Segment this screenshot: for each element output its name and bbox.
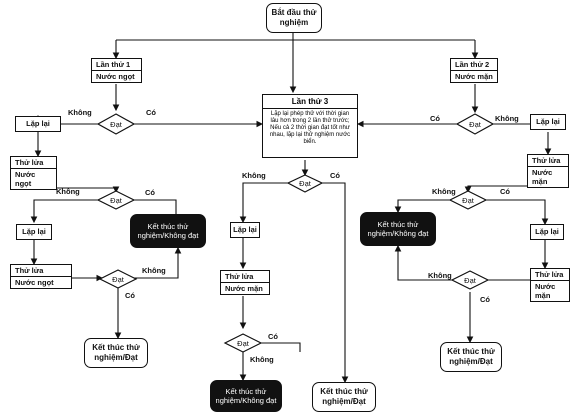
decision-diamond-left-3 <box>98 269 138 289</box>
left-firetest-1-title: Thử lửa <box>11 157 56 169</box>
right-end-fail: Kết thúc thử nghiệm/Không đạt <box>360 212 436 246</box>
decision-label-left-3: Đạt <box>112 275 124 284</box>
right-1-no-label: Không <box>495 114 519 123</box>
center-firetest: Thử lửa Nước mặn <box>220 270 270 295</box>
right-2-yes-label: Có <box>500 187 510 196</box>
right-3-yes-label: Có <box>480 295 490 304</box>
decision-label-right-2: Đạt <box>462 196 474 205</box>
center-end-fail-label: Kết thúc thử nghiệm/Không đạt <box>215 387 277 405</box>
right-3-no-label: Không <box>428 271 452 280</box>
start-label: Bắt đầu thử nghiệm <box>271 8 317 27</box>
left-firetest-1: Thử lửa Nước ngọt <box>10 156 57 190</box>
right-firetest-1-title: Thử lửa <box>528 155 568 167</box>
left-end-fail: Kết thúc thử nghiệm/Không đạt <box>130 214 206 248</box>
center-repeat: Lặp lại <box>230 222 260 238</box>
center-firetest-title: Thử lửa <box>221 271 269 283</box>
right-end-pass: Kết thúc thử nghiệm/Đạt <box>440 342 502 372</box>
round2-title: Lần thử 2 <box>451 59 497 71</box>
left-1-no-label: Không <box>68 108 92 117</box>
decision-diamond-right-1 <box>455 113 495 135</box>
right-2-no-label: Không <box>432 187 456 196</box>
round1-title: Lần thử 1 <box>92 59 141 71</box>
left-firetest-2-sub: Nước ngọt <box>15 278 54 287</box>
round3-box: Lần thử 3 Lặp lại phép thử với thời gian… <box>262 94 358 158</box>
decision-label-center-1: Đạt <box>299 179 311 188</box>
center-firetest-sub: Nước mặn <box>225 284 263 293</box>
left-3-yes-label: Có <box>125 291 135 300</box>
right-1-yes-label: Có <box>430 114 440 123</box>
decision-label-right-1: Đạt <box>469 120 481 129</box>
left-2-yes-label: Có <box>145 188 155 197</box>
decision-diamond-left-1 <box>96 113 136 135</box>
center-end-fail: Kết thúc thử nghiệm/Không đạt <box>210 380 282 412</box>
left-1-yes-label: Có <box>146 108 156 117</box>
decision-diamond-right-3 <box>450 270 490 290</box>
left-repeat-2-label: Lặp lại <box>22 227 46 236</box>
left-end-pass: Kết thúc thử nghiệm/Đạt <box>84 338 148 368</box>
round2-sub: Nước mặn <box>455 72 493 81</box>
round2-box: Lần thử 2 Nước mặn <box>450 58 498 83</box>
right-repeat-2-label: Lặp lại <box>535 227 559 236</box>
center-1-no-label: Không <box>242 171 266 180</box>
left-2-no-label: Không <box>56 187 80 196</box>
decision-diamond-right-2 <box>448 190 488 210</box>
center-repeat-label: Lặp lại <box>233 225 257 234</box>
round1-box: Lần thử 1 Nước ngọt <box>91 58 142 83</box>
left-firetest-1-sub: Nước ngọt <box>15 170 36 188</box>
round1-sub: Nước ngọt <box>96 72 135 81</box>
right-firetest-2: Thử lửa Nước mặn <box>530 268 570 302</box>
left-firetest-2-title: Thử lửa <box>11 265 71 277</box>
decision-label-left-2: Đạt <box>110 196 122 205</box>
left-repeat-1: Lặp lại <box>15 116 61 132</box>
left-firetest-2: Thử lửa Nước ngọt <box>10 264 72 289</box>
start-node: Bắt đầu thử nghiệm <box>266 3 322 33</box>
right-repeat-1: Lặp lại <box>530 114 566 130</box>
decision-diamond-left-2 <box>96 190 136 210</box>
center-1-yes-label: Có <box>330 171 340 180</box>
right-firetest-2-sub: Nước mặn <box>535 282 556 300</box>
right-firetest-1-sub: Nước mặn <box>532 168 553 186</box>
right-end-fail-label: Kết thúc thử nghiệm/Không đạt <box>367 220 429 238</box>
right-repeat-1-label: Lặp lại <box>536 117 560 126</box>
round3-body: Lặp lại phép thử với thời gian lâu hơn t… <box>269 111 351 145</box>
right-end-pass-label: Kết thúc thử nghiệm/Đạt <box>447 347 495 366</box>
center-end-pass: Kết thúc thử nghiệm/Đạt <box>312 382 376 412</box>
right-firetest-1: Thử lửa Nước mặn <box>527 154 569 188</box>
round3-title: Lần thử 3 <box>263 97 357 109</box>
left-3-no-label: Không <box>142 266 166 275</box>
center-2-no-label: Không <box>250 355 274 364</box>
decision-label-center-2: Đạt <box>237 339 249 348</box>
center-end-pass-label: Kết thúc thử nghiệm/Đạt <box>320 387 368 406</box>
right-firetest-2-title: Thử lửa <box>531 269 569 281</box>
decision-label-right-3: Đạt <box>464 276 476 285</box>
decision-diamond-center-1 <box>286 174 324 193</box>
right-repeat-2: Lặp lại <box>530 224 564 240</box>
left-end-fail-label: Kết thúc thử nghiệm/Không đạt <box>137 222 199 240</box>
decision-label-left-1: Đạt <box>110 120 122 129</box>
left-repeat-1-label: Lặp lại <box>26 119 50 128</box>
left-repeat-2: Lặp lại <box>16 224 52 240</box>
center-2-yes-label: Có <box>268 332 278 341</box>
left-end-pass-label: Kết thúc thử nghiệm/Đạt <box>92 343 140 362</box>
decision-diamond-center-2 <box>223 333 263 353</box>
